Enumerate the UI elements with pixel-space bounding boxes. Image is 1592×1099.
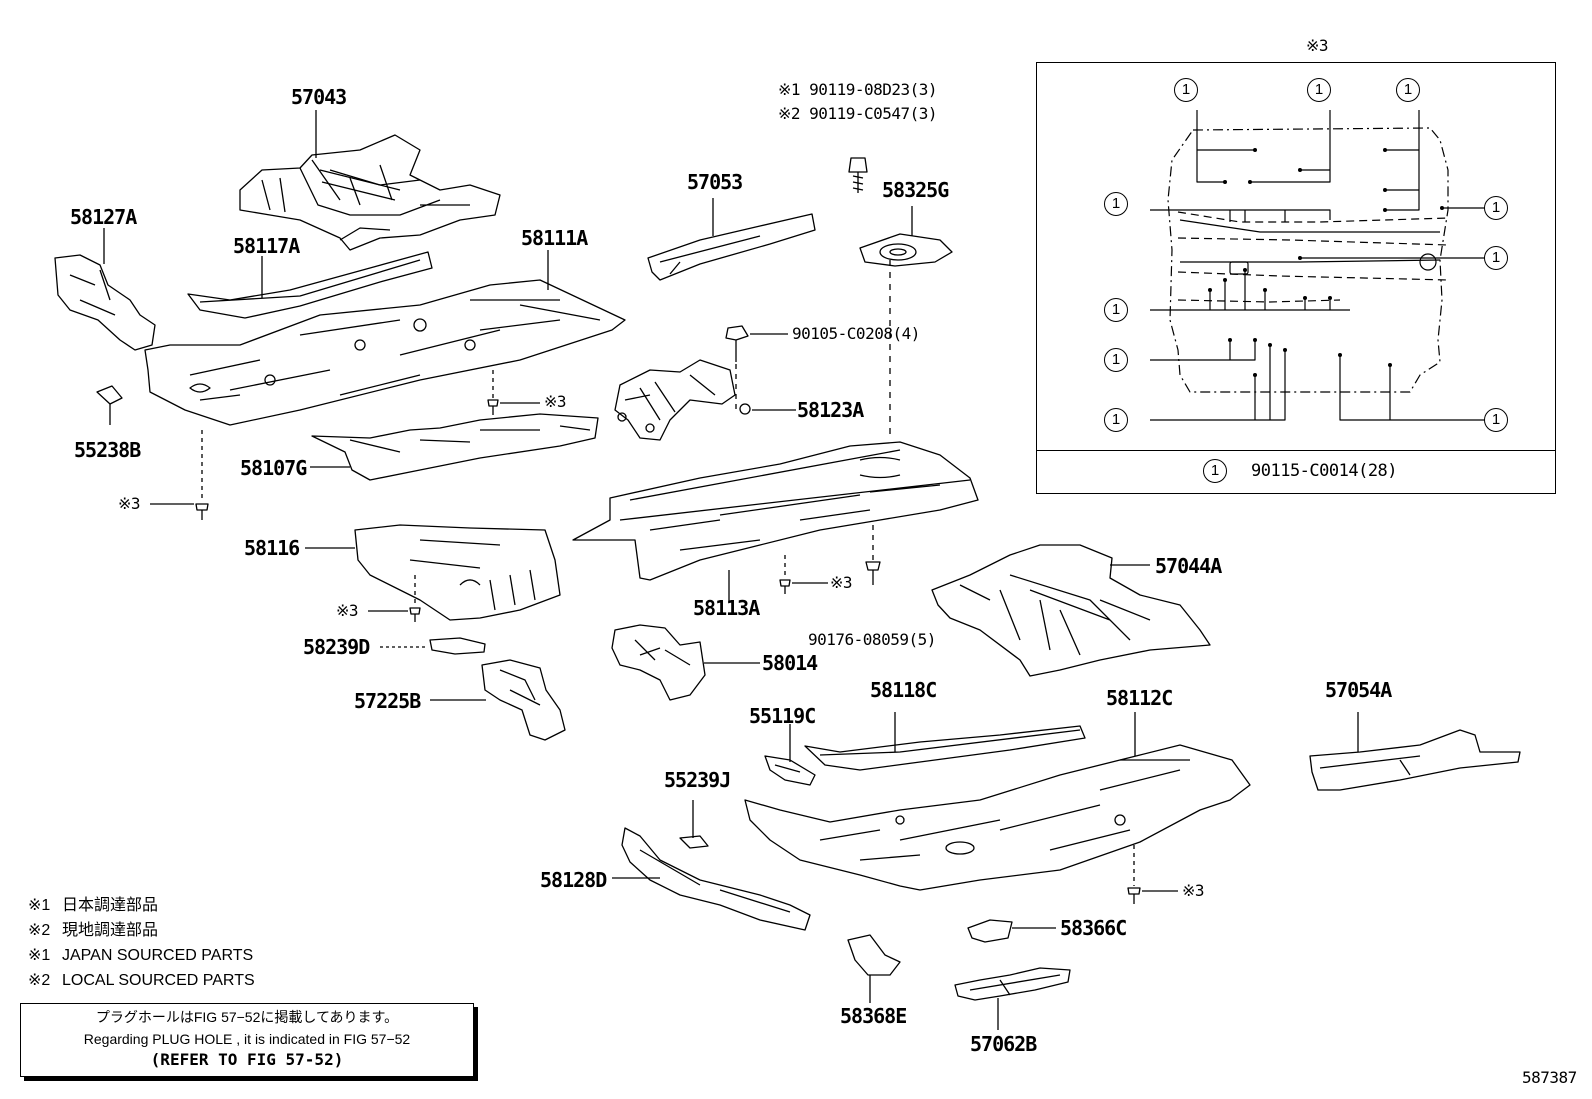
inset-schematic	[1150, 110, 1485, 421]
note-japanese: プラグホールはFIG 57−52に掲載してあります。	[95, 1009, 399, 1025]
note-reference[interactable]: (REFER TO FIG 57-52)	[150, 1050, 344, 1069]
figure-id: 587387	[1522, 1068, 1577, 1087]
part-58123A-drawing	[614, 359, 796, 441]
inset-title: ※3	[1306, 36, 1329, 55]
label-58107G[interactable]: 58107G	[240, 456, 307, 480]
part-55238B-drawing	[96, 385, 123, 425]
note-english: Regarding PLUG HOLE , it is indicated in…	[83, 1031, 411, 1047]
ref-mark-3: ※3	[830, 573, 853, 592]
part-57062B-drawing	[954, 967, 1071, 1030]
label-57044A[interactable]: 57044A	[1155, 554, 1222, 578]
item-number-circle: 1	[1484, 408, 1508, 432]
part-58111A-drawing	[144, 250, 626, 426]
part-58366C-drawing	[967, 919, 1056, 943]
label-58116[interactable]: 58116	[244, 536, 300, 560]
legend-text: 現地調達部品	[62, 922, 159, 939]
label-57043[interactable]: 57043	[291, 85, 347, 109]
label-57054A[interactable]: 57054A	[1325, 678, 1392, 702]
part-58117A-drawing	[187, 251, 433, 319]
legend-line-1: ※1 日本調達部品	[28, 898, 158, 914]
label-57225B[interactable]: 57225B	[354, 689, 421, 713]
part-58368E-drawing	[847, 934, 901, 1003]
part-57054A-drawing	[1309, 712, 1521, 791]
item-number-circle: 1	[1104, 192, 1128, 216]
label-58113A[interactable]: 58113A	[693, 596, 760, 620]
inset-footer: 1 90115-C0014(28)	[1037, 450, 1555, 493]
label-57062B[interactable]: 57062B	[970, 1032, 1037, 1056]
label-58112C[interactable]: 58112C	[1106, 686, 1173, 710]
legend-line-2: ※2 現地調達部品	[28, 923, 158, 939]
item-number-circle: 1	[1396, 78, 1420, 102]
item-number-circle: 1	[1104, 408, 1128, 432]
label-58111A[interactable]: 58111A	[521, 226, 588, 250]
part-55239J-drawing	[679, 800, 709, 849]
label-bolt-90119-08D23[interactable]: ※1 90119-08D23(3)	[778, 80, 938, 99]
part-58239D-drawing	[380, 637, 486, 655]
item-number-circle: 1	[1484, 196, 1508, 220]
item-number-circle: 1	[1203, 459, 1227, 483]
part-58014-drawing	[611, 624, 760, 701]
part-58116-drawing	[305, 524, 561, 621]
label-55239J[interactable]: 55239J	[664, 768, 731, 792]
inset-detail-box: 1 90115-C0014(28)	[1036, 62, 1556, 494]
part-58128D-drawing	[612, 827, 811, 931]
clip-90176-drawing	[865, 525, 881, 585]
label-clip-90176[interactable]: 90176-08059(5)	[808, 630, 936, 649]
legend-text: LOCAL SOURCED PARTS	[62, 972, 255, 989]
item-number-circle: 1	[1307, 78, 1331, 102]
legend-mark: ※2	[28, 922, 51, 939]
bolt-90105-drawing	[725, 325, 788, 410]
legend-mark: ※1	[28, 947, 51, 964]
part-58113A-drawing	[572, 260, 979, 603]
legend-text: 日本調達部品	[62, 897, 159, 914]
label-58014[interactable]: 58014	[762, 651, 818, 675]
legend-line-4: ※2 LOCAL SOURCED PARTS	[28, 973, 255, 989]
item-number-circle: 1	[1104, 348, 1128, 372]
label-55238B[interactable]: 55238B	[74, 438, 141, 462]
label-58128D[interactable]: 58128D	[540, 868, 607, 892]
part-58127A-drawing	[54, 228, 156, 351]
ref-mark-3: ※3	[336, 601, 359, 620]
label-55119C[interactable]: 55119C	[749, 704, 816, 728]
inset-footer-part-number[interactable]: 90115-C0014(28)	[1251, 461, 1398, 481]
label-58123A[interactable]: 58123A	[797, 398, 864, 422]
label-bolt-90105[interactable]: 90105-C0208(4)	[792, 324, 920, 343]
label-58325G[interactable]: 58325G	[882, 178, 949, 202]
ref-mark-3: ※3	[1182, 881, 1205, 900]
label-58368E[interactable]: 58368E	[840, 1004, 907, 1028]
legend-mark: ※2	[28, 972, 51, 989]
legend-mark: ※1	[28, 897, 51, 914]
part-58325G-drawing	[859, 206, 953, 267]
screws-mark3-drawing	[150, 370, 1178, 904]
label-58118C[interactable]: 58118C	[870, 678, 937, 702]
bolt-90119-drawing	[848, 157, 868, 193]
label-58366C[interactable]: 58366C	[1060, 916, 1127, 940]
legend-text: JAPAN SOURCED PARTS	[62, 947, 254, 964]
label-57053[interactable]: 57053	[687, 170, 743, 194]
label-58117A[interactable]: 58117A	[233, 234, 300, 258]
part-58107G-drawing	[310, 413, 599, 481]
part-58118C-drawing	[804, 712, 1086, 771]
part-58112C-drawing	[744, 712, 1251, 891]
inset-fastener-points	[1208, 148, 1444, 377]
plug-hole-note: プラグホールはFIG 57−52に掲載してあります。 Regarding PLU…	[20, 1003, 474, 1077]
part-57043-drawing	[239, 110, 501, 251]
ref-mark-3: ※3	[118, 494, 141, 513]
part-57053-drawing	[647, 198, 816, 281]
item-number-circle: 1	[1174, 78, 1198, 102]
ref-mark-3: ※3	[544, 392, 567, 411]
label-58127A[interactable]: 58127A	[70, 205, 137, 229]
label-bolt-90119-C0547[interactable]: ※2 90119-C0547(3)	[778, 104, 938, 123]
item-number-circle: 1	[1484, 246, 1508, 270]
part-55119C-drawing	[764, 724, 816, 786]
legend-line-3: ※1 JAPAN SOURCED PARTS	[28, 948, 253, 964]
label-58239D[interactable]: 58239D	[303, 635, 370, 659]
part-57044A-drawing	[931, 544, 1211, 677]
part-57225B-drawing	[430, 659, 566, 741]
item-number-circle: 1	[1104, 298, 1128, 322]
